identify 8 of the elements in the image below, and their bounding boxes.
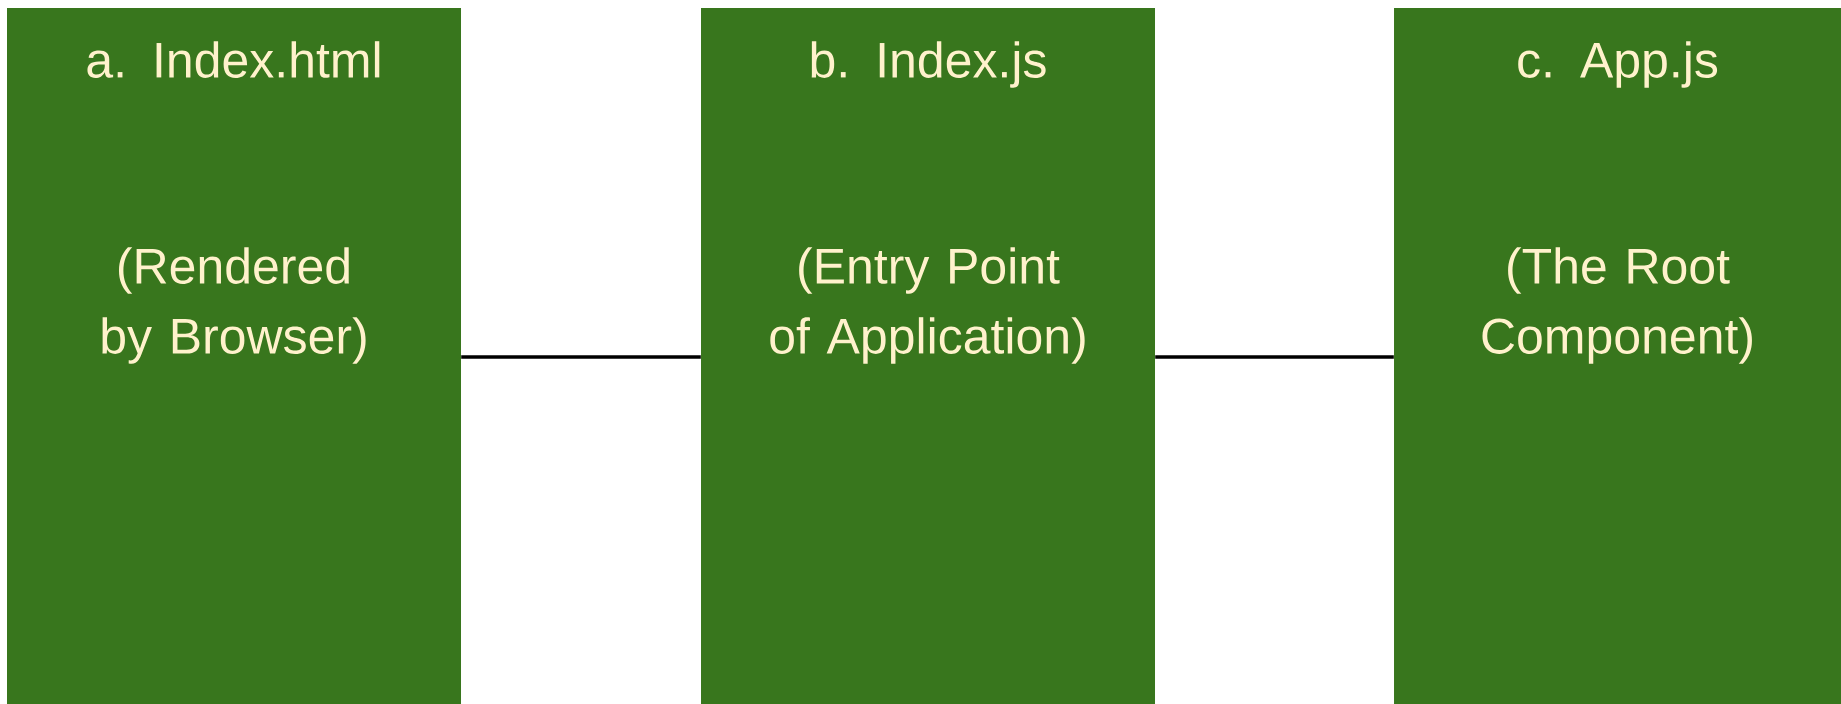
connector-line: [461, 355, 701, 359]
box-description: (Entry Point of Application): [770, 247, 1085, 364]
box-heading: b. Index.js: [811, 41, 1046, 88]
connector-line: [1155, 355, 1394, 359]
box-description: (The Root Component): [1482, 247, 1752, 364]
box-description: (Rendered by Browser): [102, 247, 366, 364]
box-heading: c. App.js: [1518, 41, 1718, 88]
box-heading: a. Index.html: [87, 41, 380, 78]
